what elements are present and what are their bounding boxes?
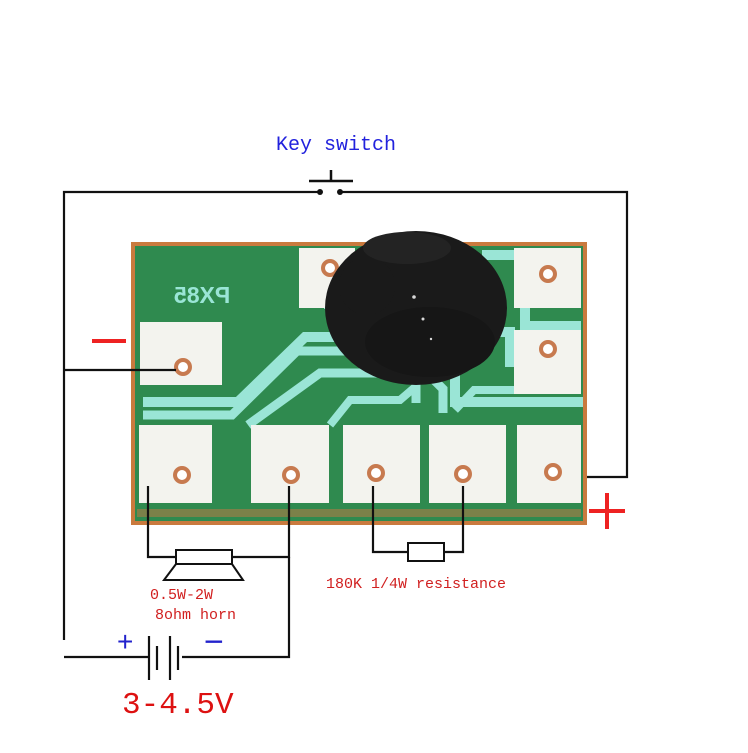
- horn-type-label: 8ohm horn: [155, 607, 237, 624]
- battery-icon: [147, 636, 180, 680]
- right-wire: [350, 190, 629, 479]
- resistor-label: 180K 1/4W resistance: [326, 576, 507, 593]
- key-switch-label: Key switch: [276, 134, 397, 157]
- speaker-horn-icon: [162, 549, 245, 581]
- board-marking: PX85: [174, 282, 231, 308]
- pcb-board: [131, 231, 587, 525]
- battery-plus-label: +: [117, 626, 134, 657]
- positive-marker: [589, 493, 625, 529]
- battery-minus-label: −: [204, 623, 224, 661]
- battery-right-wire: [182, 557, 291, 659]
- voltage-label: 3-4.5V: [122, 688, 234, 723]
- horn-rating-label: 0.5W-2W: [150, 587, 214, 604]
- left-wire: [62, 190, 310, 640]
- pad-holes: [173, 259, 562, 484]
- resistor-icon: [407, 542, 445, 562]
- chip-blob: [325, 231, 507, 385]
- push-button-switch-icon: [309, 170, 353, 195]
